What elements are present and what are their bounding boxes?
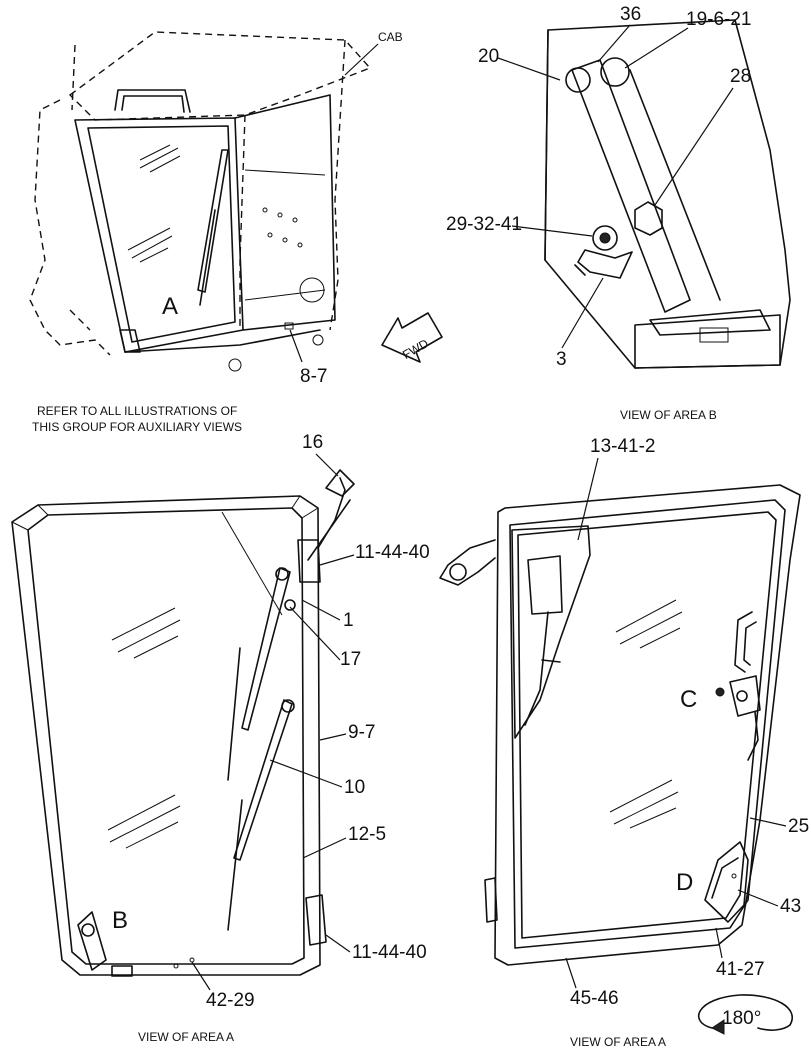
callout-20: 20 bbox=[478, 46, 499, 67]
caption-view-area-b: VIEW OF AREA B bbox=[620, 408, 717, 422]
door-rear-view: C D 13-41-2 25 43 41-27 45-46 VIEW OF AR… bbox=[439, 436, 809, 1049]
refer-note-line1: REFER TO ALL ILLUSTRATIONS OF bbox=[37, 404, 237, 418]
callout-41-27: 41-27 bbox=[716, 959, 765, 980]
area-b-marker: B bbox=[112, 907, 128, 934]
area-a-marker: A bbox=[162, 293, 178, 320]
rotation-indicator: 180° bbox=[698, 994, 793, 1035]
callout-8-7: 8-7 bbox=[300, 366, 327, 387]
callout-cab: CAB bbox=[378, 30, 403, 44]
area-d-marker: D bbox=[676, 869, 693, 896]
area-b-detail: 20 36 19-6-21 28 29-32-41 3 VIEW OF AREA… bbox=[446, 4, 791, 422]
fwd-label: FWD bbox=[400, 336, 431, 362]
callout-45-46: 45-46 bbox=[570, 988, 619, 1009]
refer-note-line2: THIS GROUP FOR AUXILIARY VIEWS bbox=[32, 420, 242, 434]
callout-11-44-40-bottom: 11-44-40 bbox=[352, 942, 427, 963]
caption-view-area-a-left: VIEW OF AREA A bbox=[138, 1030, 234, 1044]
callout-10: 10 bbox=[344, 777, 365, 798]
callout-1: 1 bbox=[343, 610, 354, 631]
callout-29-32-41: 29-32-41 bbox=[446, 214, 522, 235]
callout-9-7: 9-7 bbox=[348, 722, 375, 743]
callout-16: 16 bbox=[302, 432, 323, 453]
callout-17: 17 bbox=[340, 649, 361, 670]
area-c-marker: C bbox=[680, 686, 697, 713]
door-front-view: B 16 11-44-40 1 17 9-7 10 12-5 11-44-40 … bbox=[11, 432, 430, 1044]
callout-28: 28 bbox=[730, 66, 751, 87]
fwd-arrow: FWD bbox=[381, 312, 443, 363]
callout-42-29: 42-29 bbox=[206, 990, 255, 1011]
rotation-180-label: 180° bbox=[722, 1008, 761, 1029]
callout-11-44-40-top: 11-44-40 bbox=[355, 542, 430, 563]
callout-3: 3 bbox=[556, 349, 567, 370]
callout-36: 36 bbox=[620, 4, 641, 25]
caption-view-area-a-right: VIEW OF AREA A bbox=[570, 1035, 666, 1049]
callout-13-41-2: 13-41-2 bbox=[590, 436, 656, 457]
callout-12-5: 12-5 bbox=[348, 824, 386, 845]
callout-25: 25 bbox=[788, 816, 809, 837]
cab-overview: A CAB 8-7 bbox=[29, 30, 403, 387]
callout-19-6-21: 19-6-21 bbox=[686, 9, 752, 30]
callout-43: 43 bbox=[780, 896, 801, 917]
